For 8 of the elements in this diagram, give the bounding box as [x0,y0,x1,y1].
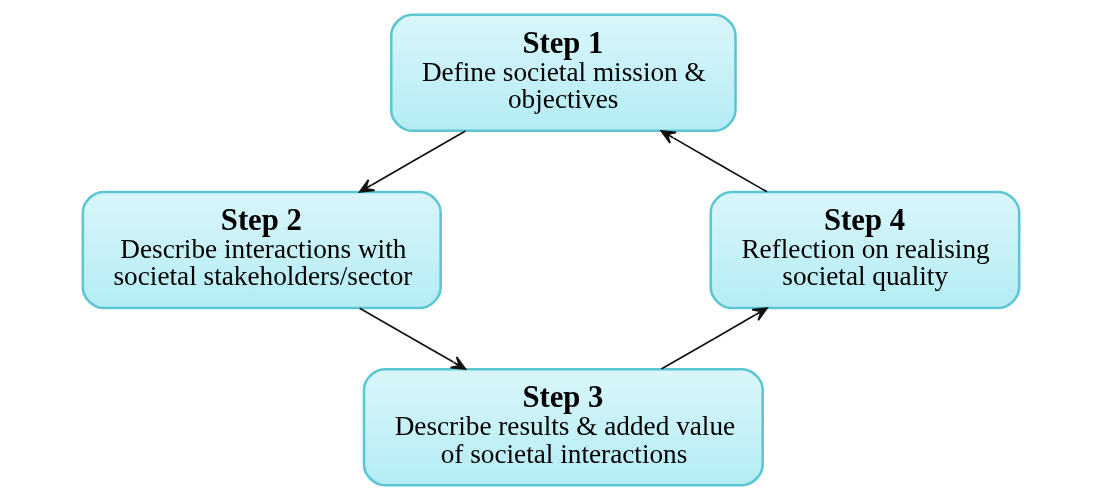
arrow [358,130,466,193]
node-box: Step 2 Describe interactions with societal stakeholders/sector [81,190,442,310]
node-box: Step 4 Reflection on realising societal quality [708,190,1020,310]
arrow [358,307,466,370]
node-box: Step 3 Describe results & added value of societal interactions [362,368,764,487]
arrow [659,307,768,370]
arrow [659,130,768,193]
node-box: Step 1 Define societal mission & objectives [389,13,737,132]
